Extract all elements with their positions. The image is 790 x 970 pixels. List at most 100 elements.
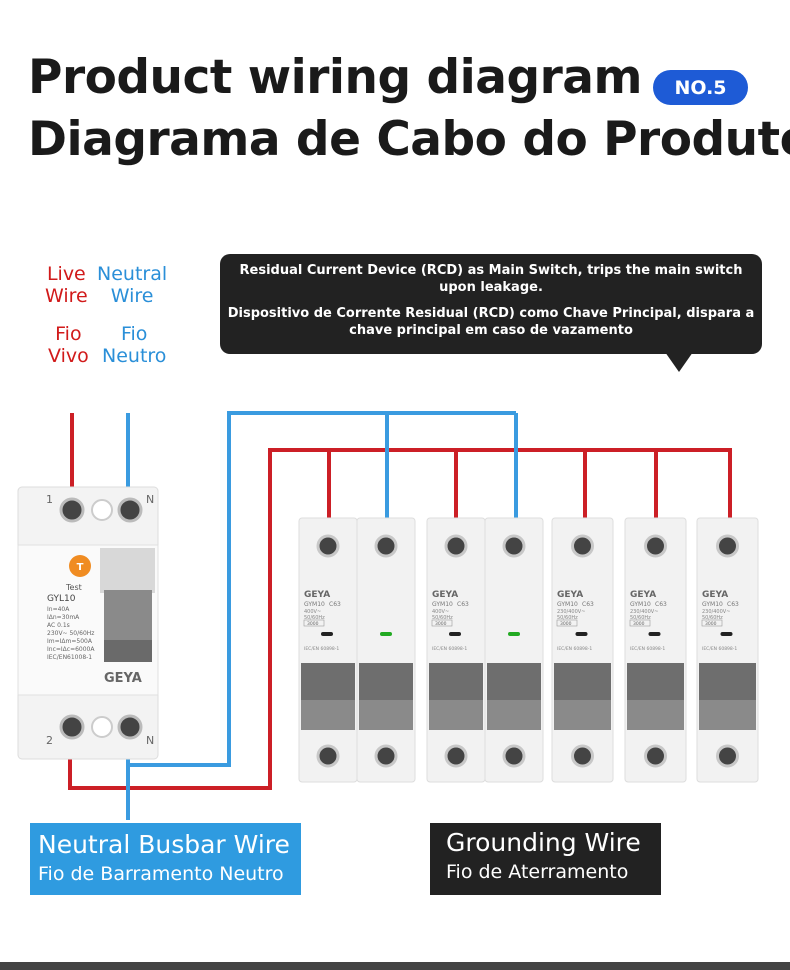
breaker-handle [487,663,541,703]
breaker-terminal-top [316,534,340,558]
rcd-spec-line: 230V~ 50/60Hz [47,630,94,637]
breaker-brand: GEYA [557,590,583,600]
grounding-wire-pt: Fio de Aterramento [446,861,629,883]
breaker-terminal-top [444,534,468,558]
rcd-terminal-label-2: 2 [46,734,53,747]
rcd-terminal-bottom-right [117,714,143,740]
neutral-busbar-pt: Fio de Barramento Neutro [38,863,284,885]
breaker-model: GYM10 [432,601,453,608]
rcd-terminal-bottom-left [59,714,85,740]
rcd-spec-line: In=40A [47,606,70,613]
rcd-test-label: Test [65,583,82,592]
rcd-spec-line: Im=IΔm=500A [47,638,93,645]
breaker-model: GYM10 [702,601,723,608]
rcd-brand: GEYA [104,671,142,686]
breaker-handle-grip [429,700,483,730]
breaker-code: 3000 [560,621,572,627]
breaker-terminal-top [716,534,739,558]
breaker-pole [356,517,416,783]
breaker-model: GYM10 [557,601,578,608]
neutral-busbar-wire [128,411,516,767]
breaker-code-box [556,619,578,627]
breaker-spec-line: 50/60Hz [304,615,325,621]
breaker-indicator [720,632,733,636]
breaker-pole [484,517,544,783]
bottom-bar [0,962,790,970]
breaker-rating: C63 [582,601,594,608]
breaker-brand: GEYA [304,590,330,600]
breaker-terminal-top [644,534,667,558]
breaker-standard: IEC/EN 60898-1 [304,646,339,652]
breaker-terminal-bottom [316,744,340,768]
breaker-standard: IEC/EN 60898-1 [630,646,665,652]
breaker-code-box [701,619,723,627]
rcd-terminal-bottom-mid [91,716,113,738]
breaker-brand: GEYA [702,590,728,600]
rcd-spec-line: IΔn=30mA [47,614,80,621]
breaker-status-indicator [380,632,392,636]
neutral-busbar-label: Neutral Busbar Wire Fio de Barramento Ne… [30,823,301,895]
breaker-spec-line: 50/60Hz [432,615,453,621]
breaker-spec-line: 50/60Hz [702,615,723,621]
breaker-indicator [449,632,461,636]
rcd-test-button[interactable] [69,555,91,577]
breaker-rating: C63 [457,601,469,608]
breaker-spec-line: 50/60Hz [630,615,651,621]
breaker-code: 3000 [633,621,645,627]
breaker-terminal-top [374,534,398,558]
grounding-wire-label: Grounding Wire Fio de Aterramento [430,823,661,895]
breaker-terminal-bottom [502,744,526,768]
callout-text-pt: Dispositivo de Corrente Residual (RCD) c… [227,306,755,338]
number-badge: NO.5 [653,70,748,105]
breaker-terminal-bottom [644,744,667,768]
rcd-handle-grip [104,640,152,662]
breaker-handle [627,663,684,703]
rcd-terminal-top-left [59,497,85,523]
breaker-code-box [431,619,453,627]
breaker-handle-grip [487,700,541,730]
breaker-handle-grip [359,700,413,730]
rcd-model: GYL10 [47,594,76,604]
wires [68,411,732,820]
rcd-terminal-label-n-top: N [146,493,154,506]
breaker-body [484,517,544,783]
breaker-handle [301,663,355,703]
breaker-spec-line: 50/60Hz [557,615,578,621]
breaker-rating: C63 [329,601,341,608]
title-english: Product wiring diagram [28,50,642,105]
breaker-indicator [648,632,661,636]
rcd-spec-line: IEC/EN61008-1 [47,654,92,661]
neutral-busbar-en: Neutral Busbar Wire [38,830,290,859]
breaker-standard: IEC/EN 60898-1 [702,646,737,652]
rcd-terminal-top-mid [91,499,113,521]
breaker-terminal-top [502,534,526,558]
breaker-code: 3000 [435,621,447,627]
grounding-wire-en: Grounding Wire [446,828,641,857]
breaker-terminal-bottom [571,744,594,768]
breaker-terminal-top [571,534,594,558]
breaker-spec-line: 400V~ [432,609,449,615]
rcd-terminal-label-1: 1 [46,493,53,506]
title-portuguese: Diagrama de Cabo do Produto [28,112,790,167]
breaker-handle-grip [627,700,684,730]
rcd-handle-guard [100,548,155,593]
breaker-handle [429,663,483,703]
rcd-spec-line: Inc=IΔc=6000A [47,646,95,653]
callout-text-en: Residual Current Device (RCD) as Main Sw… [239,263,743,295]
breaker-spec-line: 230/400V~ [630,609,658,615]
breaker-body [356,517,416,783]
breaker-spec-line: 230/400V~ [557,609,585,615]
breaker-terminal-bottom [374,744,398,768]
breaker-spec-line: 230/400V~ [702,609,730,615]
breaker-code: 3000 [705,621,717,627]
breaker-brand: GEYA [432,590,458,600]
